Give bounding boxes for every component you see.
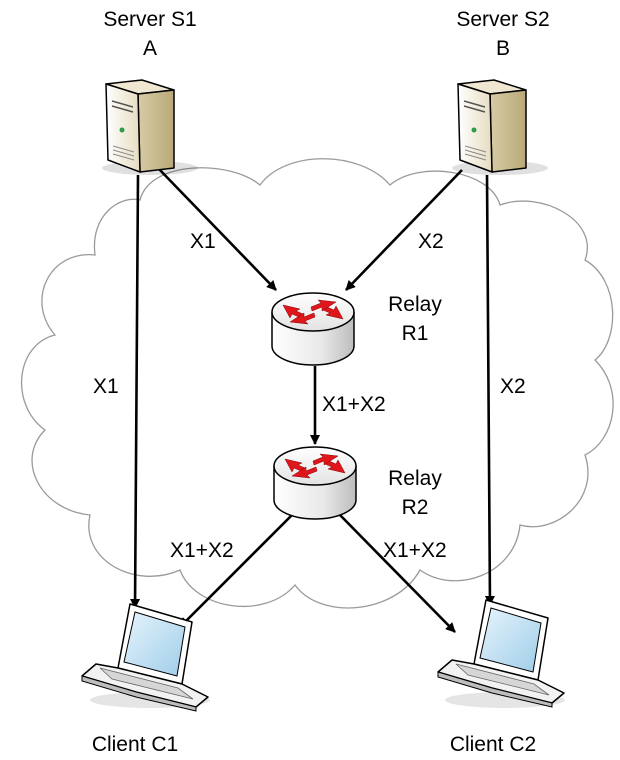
server-s2-title: Server S2 [456, 8, 549, 31]
network-cloud [20, 158, 614, 609]
edges [130, 167, 495, 633]
edge-label-s1-c1: X1 [93, 375, 119, 398]
server-s1-title: Server S1 [103, 8, 196, 31]
relay-r2-router-icon [273, 446, 357, 520]
server-s1-subtitle: A [143, 37, 157, 60]
client-c2-title: Client C2 [450, 733, 536, 756]
edge-label-s2-c2: X2 [500, 375, 526, 398]
relay-r2-subtitle: R2 [402, 496, 429, 519]
edge-r2-c1 [179, 514, 293, 628]
relay-r2-title: Relay [388, 467, 442, 490]
edge-s2-r1 [345, 169, 463, 291]
server-s2-subtitle: B [496, 37, 510, 60]
relay-r1-title: Relay [388, 293, 442, 316]
edge-label-r2-c2: X1+X2 [383, 539, 447, 562]
client-c2-laptop-icon [437, 599, 565, 708]
server-s1-icon [102, 79, 198, 175]
edge-label-s2-r1: X2 [418, 230, 444, 253]
server-s2-icon [452, 79, 548, 175]
edge-s2-c2 [484, 174, 495, 606]
edge-s1-c1 [130, 174, 141, 609]
edge-r2-c2 [339, 514, 456, 633]
relay-r1-subtitle: R1 [402, 322, 429, 345]
edge-label-r1-r2: X1+X2 [322, 393, 386, 416]
edge-s1-r1 [157, 167, 277, 291]
relay-r1-router-icon [271, 292, 355, 366]
edge-label-r2-c1: X1+X2 [170, 539, 234, 562]
client-c1-title: Client C1 [92, 733, 178, 756]
edge-label-s1-r1: X1 [190, 230, 216, 253]
client-c1-laptop-icon [81, 603, 210, 712]
